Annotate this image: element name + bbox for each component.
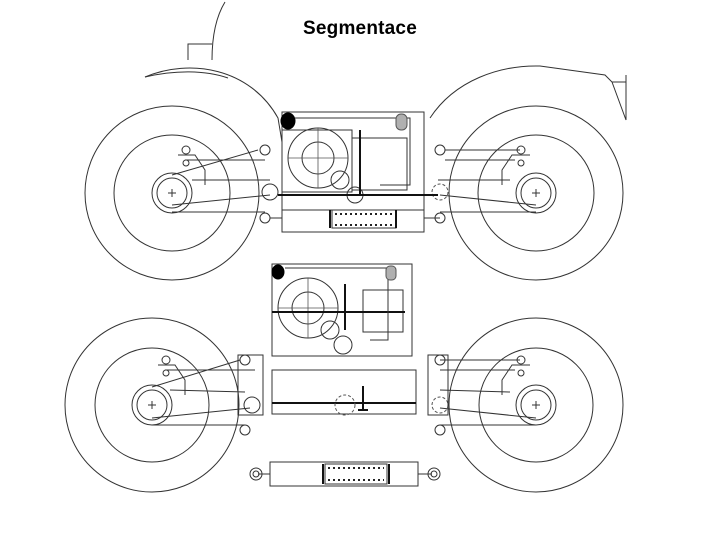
segmented-parts xyxy=(64,263,624,493)
segment-right-wheel xyxy=(427,317,624,493)
right-front-wheel xyxy=(448,105,624,281)
gray-fluid-indicator-segment xyxy=(385,265,397,281)
cab-outline xyxy=(144,1,283,143)
black-fluid-indicator-segment xyxy=(271,264,285,280)
segment-frame xyxy=(271,369,417,416)
segment-engine xyxy=(271,263,413,357)
right-suspension-arm xyxy=(431,144,537,224)
left-rear-wheel xyxy=(84,105,260,281)
black-fluid-indicator xyxy=(280,112,296,130)
spring-damper xyxy=(270,209,440,233)
segment-spring-damper xyxy=(249,461,441,487)
segment-left-wheel xyxy=(64,317,264,493)
engine-block xyxy=(278,111,438,233)
gray-fluid-indicator xyxy=(395,113,408,131)
assembled-tractor xyxy=(84,1,627,281)
left-suspension-arm xyxy=(171,144,279,224)
right-fender xyxy=(429,65,627,121)
diagram-title: Segmentace xyxy=(303,18,417,39)
